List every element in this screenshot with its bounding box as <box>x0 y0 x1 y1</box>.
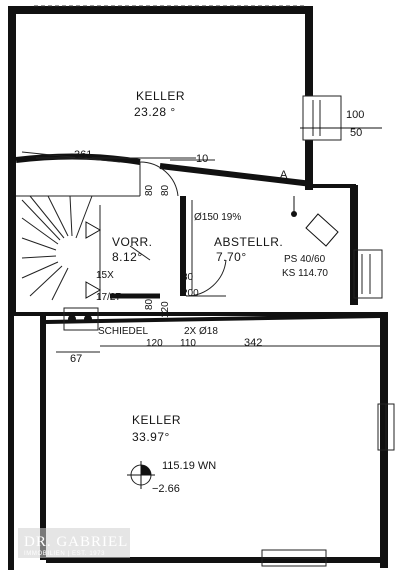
dim-67: 67 <box>70 353 82 365</box>
level-label: 115.19 WN <box>162 460 216 472</box>
pipe-label: Ø150 19% <box>194 212 241 223</box>
level-offset: −2.66 <box>152 483 180 495</box>
watermark-name: DR. GABRIEL <box>24 534 128 550</box>
shaft-dim: 2X Ø18 <box>184 326 218 337</box>
ks-label: KS 114.70 <box>282 268 328 279</box>
door-arc-hall <box>185 259 227 297</box>
chimney-shaft <box>63 307 99 331</box>
window-storage <box>353 249 383 299</box>
dim-200: 200 <box>182 288 199 299</box>
dim-342: 342 <box>244 337 262 349</box>
dim-120: 120 <box>146 338 163 349</box>
door-arc-top <box>139 161 179 197</box>
storage-area: 7.70° <box>216 250 247 264</box>
level-marker <box>127 461 155 489</box>
pipe-fixture <box>291 196 339 247</box>
dim-window-100: 100 <box>346 109 364 121</box>
storage-left-wall <box>180 196 186 296</box>
upper-cellar-area: 23.28 ° <box>134 105 176 119</box>
middle-wall-upper <box>15 151 313 187</box>
dim-hall-80a: 80 <box>144 184 155 196</box>
dim-80: 80 <box>182 272 194 283</box>
dim-hall-80b: 80 <box>160 184 171 196</box>
upper-cellar-name: KELLER <box>136 89 185 103</box>
dim-120-vert: 120 <box>160 301 171 318</box>
watermark-tagline: IMMOBILIEN | EST. 1973 <box>24 551 105 557</box>
window-lower-right <box>377 403 395 451</box>
hallway-name: VORR. <box>112 235 153 249</box>
storage-name: ABSTELLR. <box>214 235 283 249</box>
upper-cellar-walls <box>8 6 313 190</box>
dim-80-vert: 80 <box>144 298 155 310</box>
dim-10: 10 <box>196 153 208 165</box>
dim-window-50: 50 <box>350 127 362 139</box>
storage-right-wall <box>350 185 358 305</box>
dim-110: 110 <box>180 338 196 349</box>
marker-a: A <box>280 169 288 181</box>
hallway-area: 8.12° <box>112 250 143 264</box>
lower-cellar-area: 33.97° <box>132 430 170 444</box>
lower-cellar-name: KELLER <box>132 413 181 427</box>
lower-cellar-walls <box>8 310 388 570</box>
dim-361: 361 <box>74 149 92 161</box>
stair-count: 15X <box>96 270 114 281</box>
ps-label: PS 40/60 <box>284 254 326 265</box>
stair-ratio: 17/27 <box>96 292 121 303</box>
shaft-label: SCHIEDEL <box>98 326 148 337</box>
window-bottom <box>261 549 327 567</box>
watermark: DR. GABRIEL IMMOBILIEN | EST. 1973 <box>18 528 130 558</box>
window-upper-right <box>300 95 382 141</box>
staircase <box>8 164 140 314</box>
